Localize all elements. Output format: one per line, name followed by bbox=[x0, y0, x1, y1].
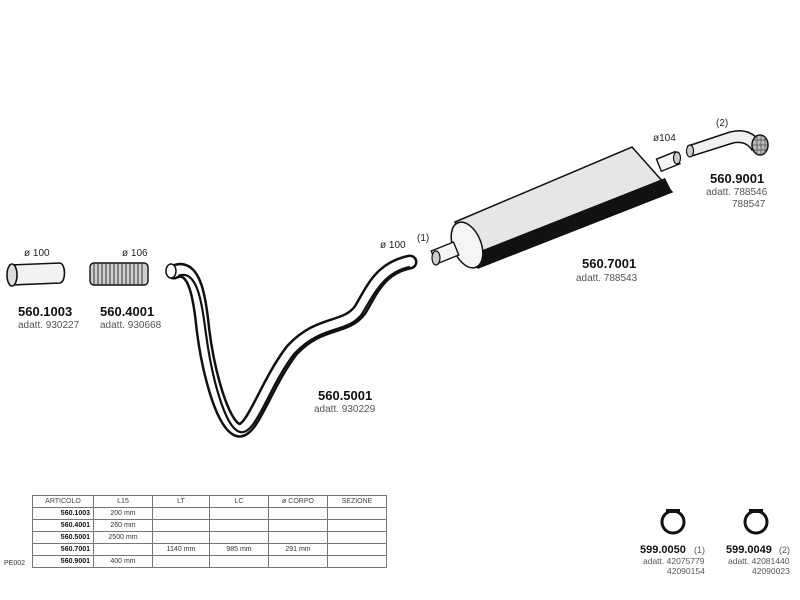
part-560-4001-code: 560.4001 bbox=[100, 304, 154, 319]
clamp-599-0050[interactable]: 599.0050 (1) adatt. 42075779 42090154 bbox=[640, 509, 705, 576]
clamp-599-0049-adatt: adatt. 42081440 bbox=[728, 556, 790, 566]
part-560-9001-code: 560.9001 bbox=[710, 171, 764, 186]
bent-pipe-body bbox=[169, 257, 415, 436]
silencer-inlet-opening bbox=[431, 250, 441, 266]
cell bbox=[152, 555, 210, 568]
cell-code: 560.1003 bbox=[32, 507, 94, 520]
cell bbox=[209, 507, 269, 520]
clamp-bolt bbox=[666, 509, 680, 513]
table-header-row: ARTICOLO L15 LT LC ø CORPO SEZIONE bbox=[32, 495, 387, 508]
part-560-1003[interactable]: ø 100 560.1003 adatt. 930227 bbox=[6, 248, 80, 331]
table-row: 560.9001 400 mm bbox=[32, 555, 387, 568]
cell bbox=[327, 531, 387, 544]
cell-code: 560.4001 bbox=[32, 519, 94, 532]
clamp-599-0049[interactable]: 599.0049 (2) adatt. 42081440 42090023 bbox=[726, 509, 790, 576]
cell bbox=[152, 507, 210, 520]
cell bbox=[327, 555, 387, 568]
part-560-9001-marker: (2) bbox=[716, 118, 728, 129]
cell bbox=[327, 507, 387, 520]
clamp-599-0050-adatt-2: 42090154 bbox=[667, 566, 705, 576]
part-560-4001-adatt: adatt. 930668 bbox=[100, 320, 162, 331]
cell bbox=[209, 555, 269, 568]
part-560-1003-code: 560.1003 bbox=[18, 304, 72, 319]
col-header: ARTICOLO bbox=[32, 495, 94, 508]
part-560-5001-diameter: ø 100 bbox=[380, 240, 406, 251]
cell bbox=[93, 543, 153, 556]
bent-pipe-inlet bbox=[165, 263, 177, 279]
cell bbox=[209, 531, 269, 544]
part-560-4001[interactable]: ø 106 560.4001 adatt. 930668 bbox=[89, 248, 162, 331]
part-560-1003-adatt: adatt. 930227 bbox=[18, 320, 80, 331]
cell: 400 mm bbox=[93, 555, 153, 568]
clamp-599-0049-code: 599.0049 bbox=[726, 544, 772, 556]
col-header: LT bbox=[152, 495, 210, 508]
clamp-ring-icon bbox=[743, 509, 769, 535]
col-header: L15 bbox=[93, 495, 153, 508]
clamp-599-0050-code: 599.0050 bbox=[640, 544, 686, 556]
cell bbox=[209, 519, 269, 532]
tail-pipe-shape bbox=[687, 130, 761, 157]
part-560-1003-diameter: ø 100 bbox=[24, 248, 50, 259]
col-header: SEZIONE bbox=[327, 495, 387, 508]
clamp-599-0049-adatt-2: 42090023 bbox=[752, 566, 790, 576]
table-row: 560.1003 200 mm bbox=[32, 507, 387, 520]
cell bbox=[327, 519, 387, 532]
silencer-shadow-band bbox=[470, 178, 672, 268]
tail-pipe-mesh bbox=[753, 135, 767, 155]
col-header: LC bbox=[209, 495, 269, 508]
cell: 2500 mm bbox=[93, 531, 153, 544]
part-560-5001-adatt: adatt. 930229 bbox=[314, 404, 376, 415]
cell bbox=[268, 555, 328, 568]
part-560-7001-adatt: adatt. 788543 bbox=[576, 273, 638, 284]
spec-table: ARTICOLO L15 LT LC ø CORPO SEZIONE 560.1… bbox=[32, 495, 387, 568]
cell-code: 560.5001 bbox=[32, 531, 94, 544]
clamp-599-0050-marker: (1) bbox=[694, 545, 705, 555]
clamp-599-0050-adatt: adatt. 42075779 bbox=[643, 556, 705, 566]
flex-pipe-shape bbox=[89, 262, 149, 286]
cell bbox=[152, 519, 210, 532]
part-560-9001-adatt-2: 788547 bbox=[732, 199, 766, 210]
cell: 260 mm bbox=[93, 519, 153, 532]
cell bbox=[327, 543, 387, 556]
part-560-5001-code: 560.5001 bbox=[318, 388, 372, 403]
col-header: ø CORPO bbox=[268, 495, 328, 508]
cell-code: 560.9001 bbox=[32, 555, 94, 568]
part-560-4001-diameter: ø 106 bbox=[122, 248, 148, 259]
bent-pipe-shadow bbox=[177, 265, 411, 434]
cell bbox=[152, 531, 210, 544]
short-pipe-opening bbox=[6, 263, 18, 287]
part-560-9001-adatt: adatt. 788546 bbox=[706, 187, 768, 198]
tail-pipe-inlet bbox=[685, 144, 695, 158]
clamp-bolt bbox=[749, 509, 763, 513]
table-row: 560.5001 2500 mm bbox=[32, 531, 387, 544]
clamp-599-0049-marker: (2) bbox=[779, 545, 790, 555]
part-560-7001-code: 560.7001 bbox=[582, 256, 636, 271]
table-row: 560.7001 1140 mm 985 mm 291 mm bbox=[32, 543, 387, 556]
cell-code: 560.7001 bbox=[32, 543, 94, 556]
clamp-ring-icon bbox=[660, 509, 686, 535]
part-560-7001-marker: (1) bbox=[417, 233, 429, 244]
cell bbox=[268, 519, 328, 532]
cell bbox=[268, 507, 328, 520]
cell: 1140 mm bbox=[152, 543, 210, 556]
part-560-7001[interactable]: (1) ø104 560.7001 adatt. 788543 bbox=[417, 133, 682, 284]
part-560-9001[interactable]: (2) 560.9001 adatt. 788546 788547 bbox=[685, 118, 769, 210]
cell: 200 mm bbox=[93, 507, 153, 520]
table-row: 560.4001 260 mm bbox=[32, 519, 387, 532]
cell: 291 mm bbox=[268, 543, 328, 556]
silencer-outlet-opening bbox=[672, 151, 682, 165]
cell: 985 mm bbox=[209, 543, 269, 556]
part-560-5001[interactable]: ø 100 560.5001 adatt. 930229 bbox=[165, 240, 418, 438]
flex-pipe-corrugation bbox=[93, 263, 143, 285]
page-code: PE002 bbox=[4, 560, 26, 567]
short-pipe-shape bbox=[9, 262, 66, 286]
cell bbox=[268, 531, 328, 544]
part-560-7001-diameter: ø104 bbox=[653, 133, 676, 144]
